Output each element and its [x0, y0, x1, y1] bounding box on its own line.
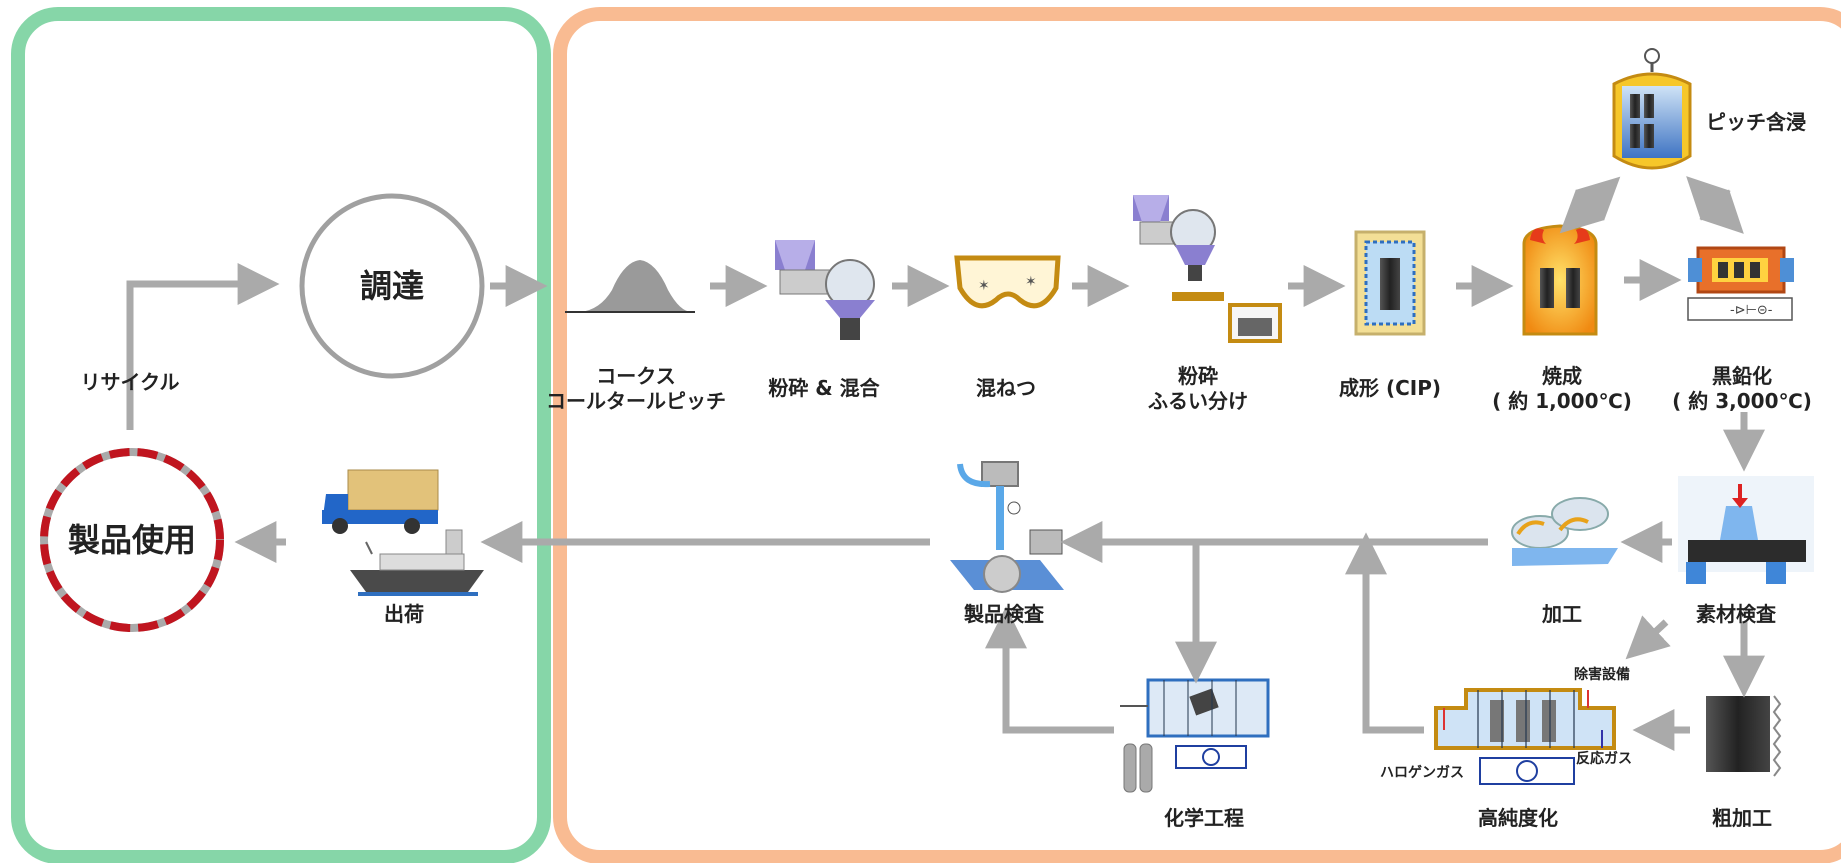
svg-text:-⊳⊢⊝-: -⊳⊢⊝- [1730, 303, 1773, 318]
firing-label: 焼成 ( 約 1,000℃) [1492, 364, 1632, 414]
svg-text:✶: ✶ [1025, 274, 1037, 290]
left-section-frame [11, 7, 551, 863]
flow-arrows [126, 176, 1765, 751]
rough-machining-label: 粗加工 [1712, 806, 1772, 830]
material-inspection-icon [1678, 476, 1814, 584]
coke-pile-icon [565, 260, 695, 313]
recycle-label: リサイクル [80, 370, 180, 394]
chemical-process-icon [1120, 678, 1270, 793]
procurement-circle [299, 193, 485, 379]
reaction-gas-label: 反応ガス [1576, 751, 1632, 767]
product-inspection-icon [950, 461, 1064, 593]
machining-label: 加工 [1542, 602, 1582, 626]
grinding-sieving-line1: 粉砕 [1178, 364, 1218, 388]
abatement-equipment-label: 除害設備 [1574, 667, 1630, 683]
high-purification-icon [1434, 688, 1616, 785]
graphitization-line1: 黒鉛化 [1712, 364, 1772, 388]
product-use-label: 製品使用 [67, 521, 197, 559]
cip-mold-icon [1354, 230, 1426, 336]
ship-icon [350, 529, 484, 596]
pitch-impregnation-vessel-icon [1612, 48, 1692, 170]
grinding-mixer-icon [775, 240, 875, 340]
grinding-mixing-label: 粉砕 & 混合 [768, 376, 880, 400]
graphitization-label: 黒鉛化 ( 約 3,000℃) [1672, 364, 1812, 414]
svg-text:✶: ✶ [978, 278, 990, 294]
grinding-sieving-label: 粉砕 ふるい分け [1148, 364, 1248, 414]
coke-label: コークス コールタールピッチ [546, 364, 726, 414]
product-inspection-label: 製品検査 [964, 602, 1044, 626]
firing-line1: 焼成 [1542, 364, 1582, 388]
grinding-sieve-icon [1133, 195, 1282, 343]
procurement-label: 調達 [359, 267, 425, 305]
truck-icon [322, 469, 439, 534]
firing-furnace-icon [1522, 224, 1598, 336]
machining-icon [1511, 497, 1618, 566]
shipping-label: 出荷 [384, 602, 424, 626]
coke-label-line2: コールタールピッチ [546, 389, 726, 413]
kneader-icon: ✶ ✶ [954, 255, 1061, 309]
coke-label-line1: コークス [596, 364, 676, 388]
rough-machining-icon [1706, 695, 1782, 777]
graphitization-line2: ( 約 3,000℃) [1672, 389, 1812, 413]
chemical-process-label: 化学工程 [1164, 806, 1244, 830]
molding-label: 成形 (CIP) [1338, 376, 1442, 400]
kneading-label: 混ねつ [976, 376, 1036, 400]
firing-line2: ( 約 1,000℃) [1492, 389, 1632, 413]
right-section-frame [553, 7, 1841, 863]
pitch-impregnation-label: ピッチ含浸 [1706, 110, 1806, 134]
grinding-sieving-line2: ふるい分け [1148, 389, 1248, 413]
material-inspection-label: 素材検査 [1696, 602, 1776, 626]
graphitization-furnace-icon: -⊳⊢⊝- [1687, 246, 1794, 321]
high-purification-label: 高純度化 [1478, 806, 1558, 830]
halogen-gas-label: ハロゲンガス [1380, 765, 1464, 781]
